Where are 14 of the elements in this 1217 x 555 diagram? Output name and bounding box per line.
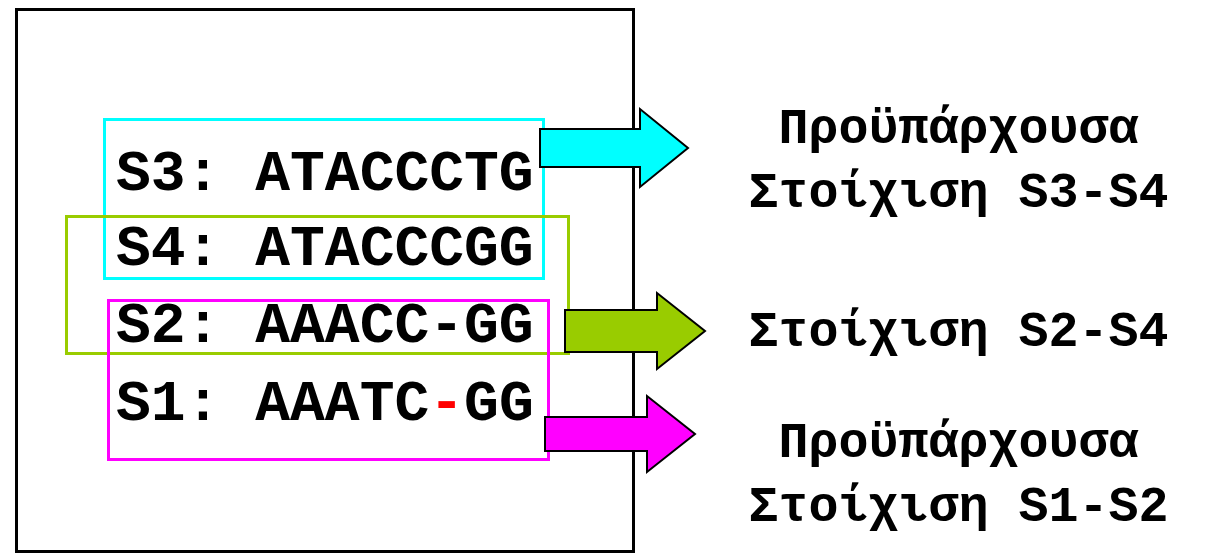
alignment-caption: Στοίχιση S2-S4	[700, 298, 1217, 368]
block-arrow	[544, 393, 697, 475]
block-arrow	[539, 106, 690, 190]
alignment-caption: Προϋπάρχουσα Στοίχιση S3-S4	[700, 92, 1217, 232]
sequence-label: S1: AAATC-GG	[116, 373, 534, 437]
sequence-label: S2: AAACC-GG	[116, 295, 534, 359]
alignment-caption: Προϋπάρχουσα Στοίχιση S1-S2	[700, 406, 1217, 546]
highlight-box	[107, 299, 550, 461]
sequence-label: S4: ATACCCGG	[116, 218, 534, 282]
highlight-box	[65, 215, 570, 355]
block-arrow	[564, 290, 707, 372]
highlight-box	[103, 118, 545, 280]
frame-box	[15, 8, 635, 553]
sequence-label: S3: ATACCCTG	[116, 143, 534, 207]
